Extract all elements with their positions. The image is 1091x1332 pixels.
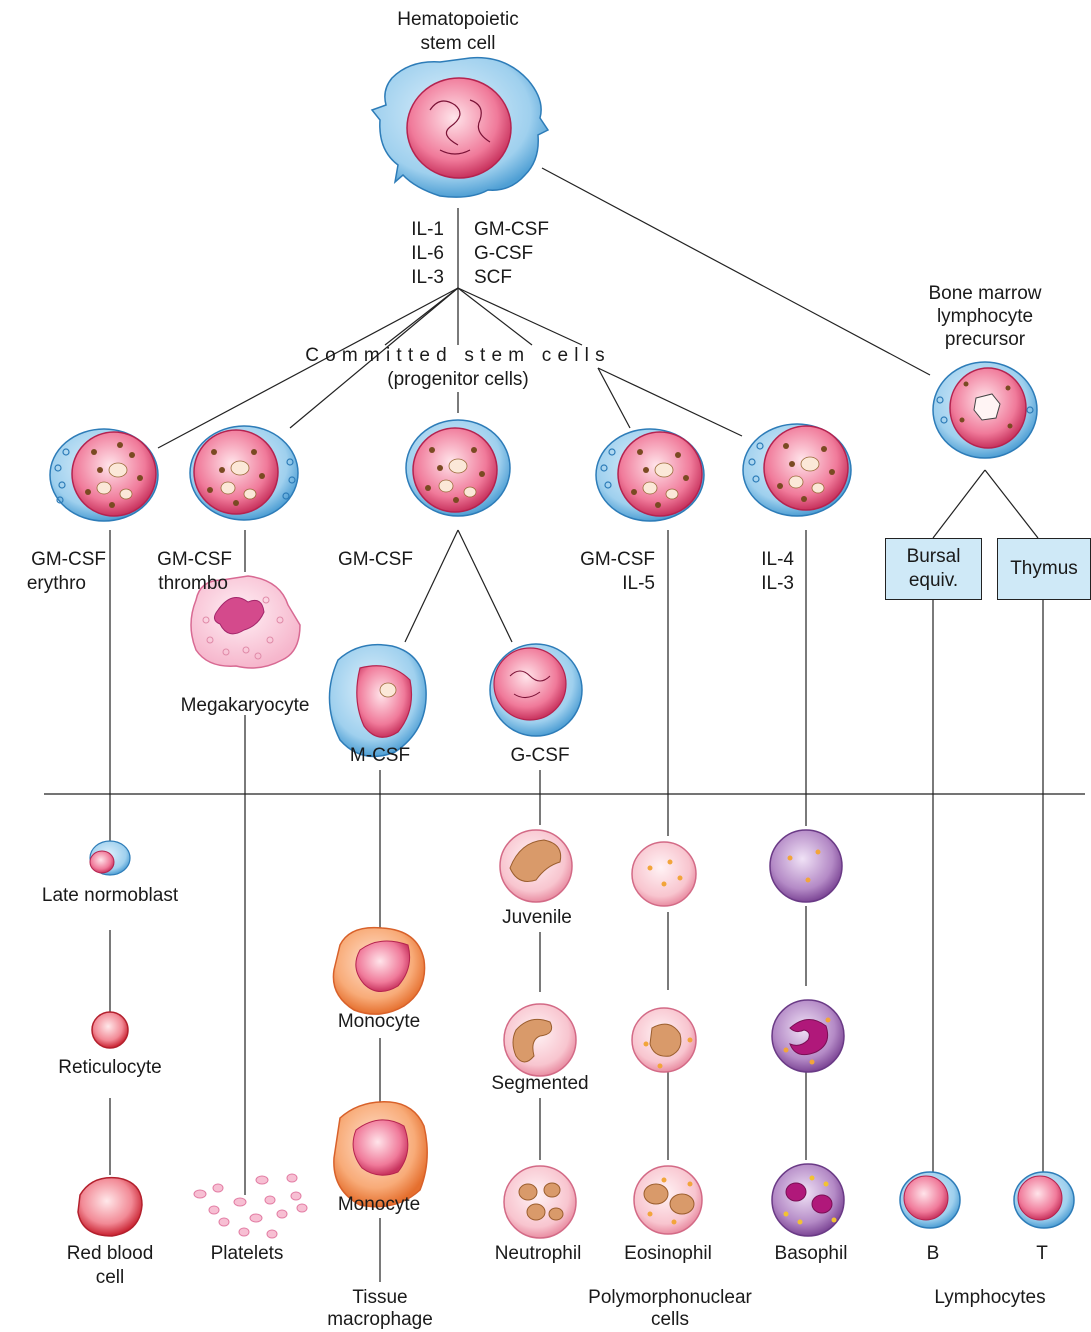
red-blood-cell-label-2: cell: [95, 1267, 125, 1288]
monocyte-2-drawing: [333, 1101, 428, 1208]
mcsf-cell-drawing: [328, 643, 427, 758]
stem-cell-label-2: stem cell: [420, 33, 496, 54]
connector-lines: [44, 167, 1085, 1282]
basophil-label: Basophil: [774, 1243, 848, 1264]
neutrophil-label: Neutrophil: [494, 1243, 582, 1264]
eosinophil-drawing: [633, 1165, 703, 1235]
bursal-label-2: equiv.: [908, 570, 959, 591]
b-lymphocyte-drawing: [899, 1171, 961, 1229]
lymph-precursor-label-3: precursor: [944, 329, 1026, 350]
baso-mid-drawing: [771, 999, 845, 1073]
progenitor-erythro-drawing: [49, 428, 159, 522]
t-lymphocyte-label: T: [1036, 1243, 1048, 1264]
factor-right-3: SCF: [474, 267, 512, 288]
bursal-label-1: Bursal: [906, 546, 961, 567]
baso-factor-2: IL-3: [761, 573, 794, 594]
thrombo-factor-1: GM-CSF: [157, 549, 232, 570]
factor-right-1: GM-CSF: [474, 219, 549, 240]
lymph-precursor-label-1: Bone marrow: [928, 283, 1042, 304]
mcsf-label: M-CSF: [349, 745, 411, 766]
t-lymphocyte-drawing: [1013, 1171, 1075, 1229]
megakaryocyte-drawing: [190, 575, 301, 669]
lymph-precursor-label-2: lymphocyte: [936, 306, 1034, 327]
erythro-factor-2: erythro: [26, 573, 86, 594]
stem-cell-drawing: [370, 56, 550, 198]
polymorphonuclear-label-1: Polymorphonuclear: [588, 1287, 752, 1308]
gcsf-label: G-CSF: [510, 745, 570, 766]
baso-factor-1: IL-4: [761, 549, 794, 570]
megakaryocyte-label: Megakaryocyte: [180, 695, 310, 716]
reticulocyte-drawing: [91, 1011, 129, 1049]
eos-factor-2: IL-5: [622, 573, 655, 594]
eos-factor-1: GM-CSF: [580, 549, 655, 570]
reticulocyte-label: Reticulocyte: [58, 1057, 162, 1078]
eos-mid-drawing: [631, 1007, 697, 1073]
factor-left-1: IL-1: [411, 219, 444, 240]
juvenile-drawing: [499, 829, 573, 903]
factor-right-2: G-CSF: [474, 243, 534, 264]
monocyte-label-1: Monocyte: [337, 1011, 421, 1032]
progenitor-gm-drawing: [405, 419, 511, 517]
monocyte-1-drawing: [332, 926, 426, 1015]
polymorphonuclear-label-2: cells: [650, 1309, 690, 1330]
progenitor-thrombo-drawing: [189, 425, 299, 521]
b-lymphocyte-label: B: [926, 1243, 940, 1264]
neutrophil-drawing: [503, 1165, 577, 1239]
segmented-label: Segmented: [491, 1073, 589, 1094]
progenitor-cells-label: (progenitor cells): [387, 369, 529, 390]
bursal-equiv-box: Bursal equiv.: [885, 538, 982, 600]
platelets-label: Platelets: [210, 1243, 284, 1264]
eos-early-drawing: [631, 841, 697, 907]
tissue-macrophage-label-1: Tissue: [352, 1287, 408, 1308]
progenitor-eos-drawing: [595, 428, 705, 522]
monocyte-label-2: Monocyte: [337, 1194, 421, 1215]
thymus-box: Thymus: [997, 538, 1091, 600]
platelets-drawing: [193, 1173, 308, 1239]
eosinophil-label: Eosinophil: [624, 1243, 712, 1264]
thymus-label: Thymus: [1010, 558, 1078, 579]
segmented-drawing: [503, 1003, 577, 1077]
juvenile-label: Juvenile: [502, 907, 572, 928]
stem-cell-label-1: Hematopoietic: [397, 9, 519, 30]
committed-stem-cells-label: Committed stem cells: [305, 345, 611, 366]
red-blood-cell-drawing: [77, 1176, 143, 1237]
factor-left-3: IL-3: [411, 267, 444, 288]
gcsf-cell-drawing: [489, 643, 583, 737]
progenitor-baso-drawing: [742, 423, 852, 517]
lymphocytes-label: Lymphocytes: [934, 1287, 1046, 1308]
tissue-macrophage-label-2: macrophage: [327, 1309, 433, 1330]
factor-left-2: IL-6: [411, 243, 444, 264]
basophil-drawing: [771, 1163, 845, 1237]
gm-factor: GM-CSF: [338, 549, 413, 570]
late-normoblast-drawing: [89, 840, 131, 876]
red-blood-cell-label-1: Red blood: [66, 1243, 154, 1264]
erythro-factor-1: GM-CSF: [31, 549, 106, 570]
lymph-precursor-drawing: [932, 361, 1038, 459]
baso-early-drawing: [769, 829, 843, 903]
thrombo-factor-2: thrombo: [158, 573, 228, 594]
late-normoblast-label: Late normoblast: [41, 885, 179, 906]
